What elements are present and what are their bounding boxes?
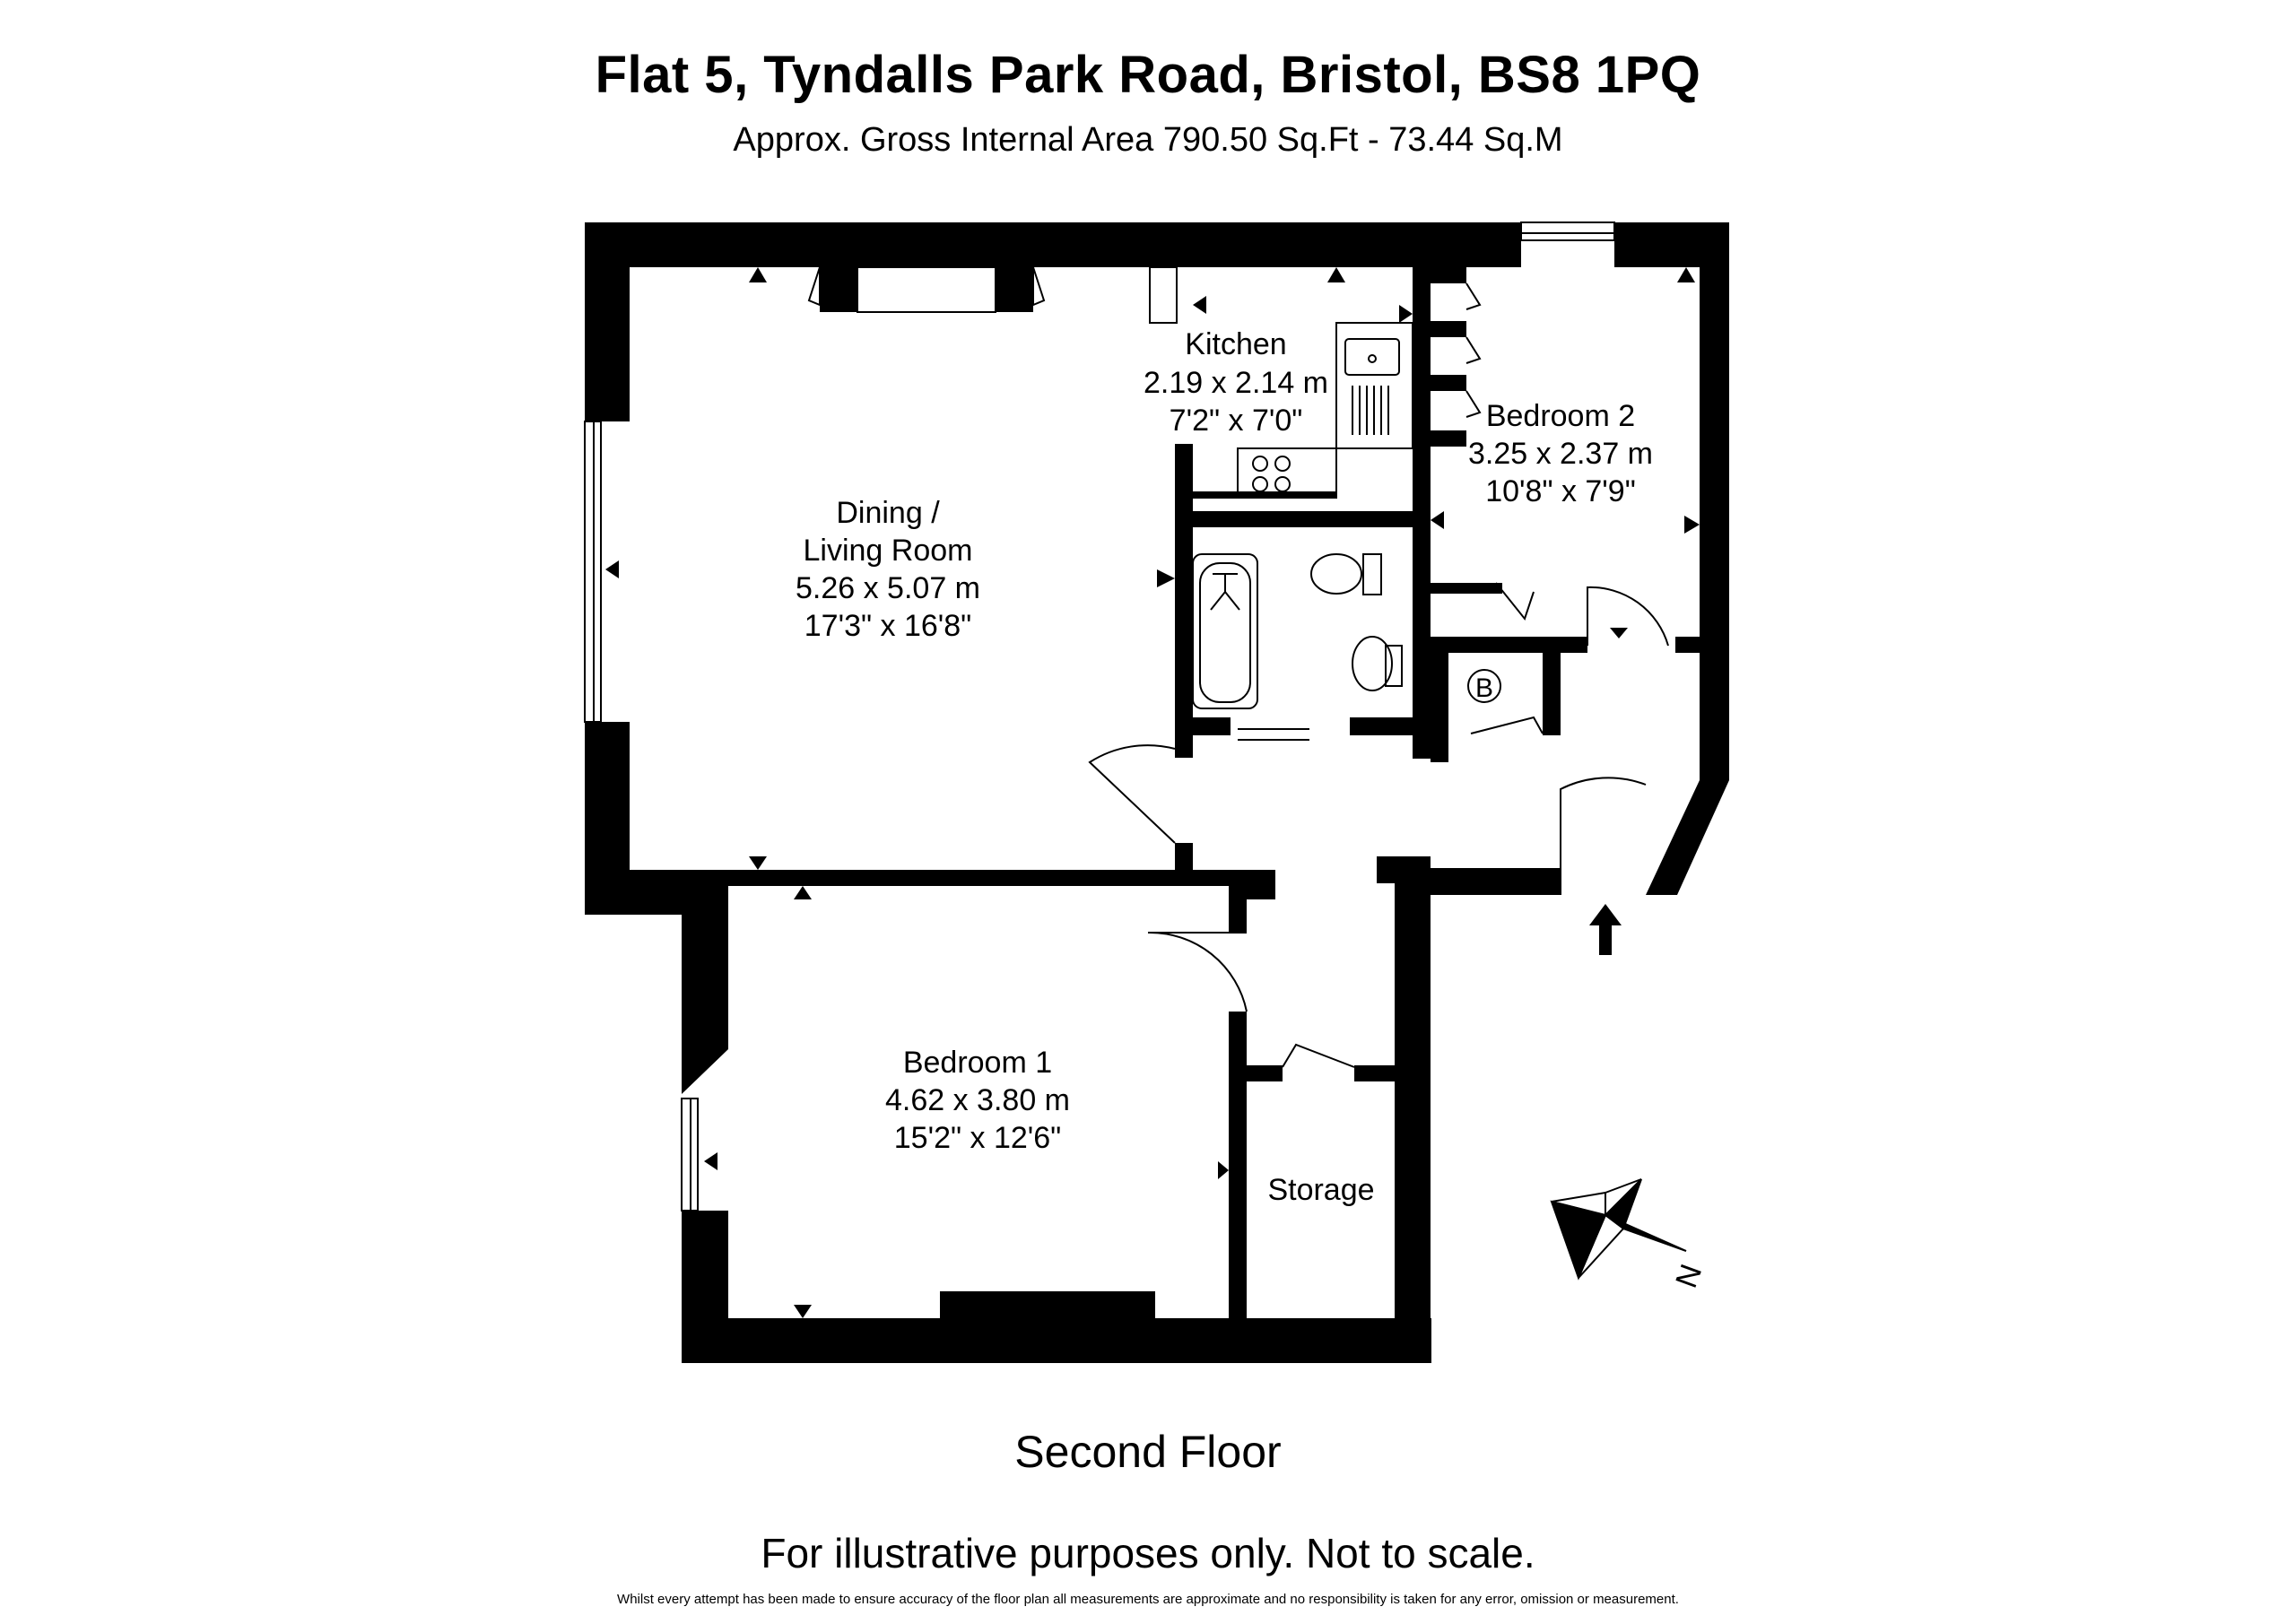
storage-name: Storage bbox=[1267, 1173, 1374, 1207]
walls bbox=[584, 221, 1729, 1363]
bedroom2-imperial: 10'8" x 7'9" bbox=[1485, 474, 1636, 508]
bedroom1-imperial: 15'2" x 12'6" bbox=[894, 1121, 1061, 1155]
chimney-breast bbox=[807, 266, 1046, 313]
boiler-label: B bbox=[1475, 673, 1493, 703]
boiler-symbol: B bbox=[1467, 669, 1501, 703]
bedroom2-metric: 3.25 x 2.37 m bbox=[1468, 437, 1653, 471]
compass-north-label: N bbox=[1669, 1260, 1709, 1292]
kitchen-metric: 2.19 x 2.14 m bbox=[1144, 366, 1328, 400]
wardrobe-doors bbox=[1465, 282, 1482, 418]
kitchen-name: Kitchen bbox=[1185, 327, 1286, 361]
plan-subtitle: Approx. Gross Internal Area 790.50 Sq.Ft… bbox=[733, 121, 1563, 159]
plan-title: Flat 5, Tyndalls Park Road, Bristol, BS8… bbox=[595, 46, 1701, 104]
kitchen-imperial: 7'2" x 7'0" bbox=[1170, 404, 1303, 438]
dining-name-line1: Dining / bbox=[836, 496, 940, 530]
compass-icon: N bbox=[1550, 1178, 1709, 1292]
bedroom1-name: Bedroom 1 bbox=[903, 1046, 1052, 1080]
dining-name-line2: Living Room bbox=[804, 534, 973, 568]
kitchen-fittings bbox=[1149, 266, 1413, 499]
doors bbox=[1088, 582, 1669, 1068]
disclaimer: For illustrative purposes only. Not to s… bbox=[761, 1530, 1535, 1576]
dining-imperial: 17'3" x 16'8" bbox=[804, 609, 971, 643]
small-print: Whilst every attempt has been made to en… bbox=[617, 1592, 1679, 1607]
dimension-arrows bbox=[605, 267, 1700, 1318]
floor-label: Second Floor bbox=[1014, 1427, 1282, 1477]
dining-metric: 5.26 x 5.07 m bbox=[796, 571, 980, 605]
room-labels: Kitchen 2.19 x 2.14 m 7'2" x 7'0" Bedroo… bbox=[796, 327, 1653, 1207]
bedroom2-name: Bedroom 2 bbox=[1486, 399, 1635, 433]
bedroom1-metric: 4.62 x 3.80 m bbox=[885, 1083, 1070, 1117]
entrance-arrow bbox=[1589, 904, 1622, 955]
bathroom-fittings bbox=[1192, 553, 1403, 741]
